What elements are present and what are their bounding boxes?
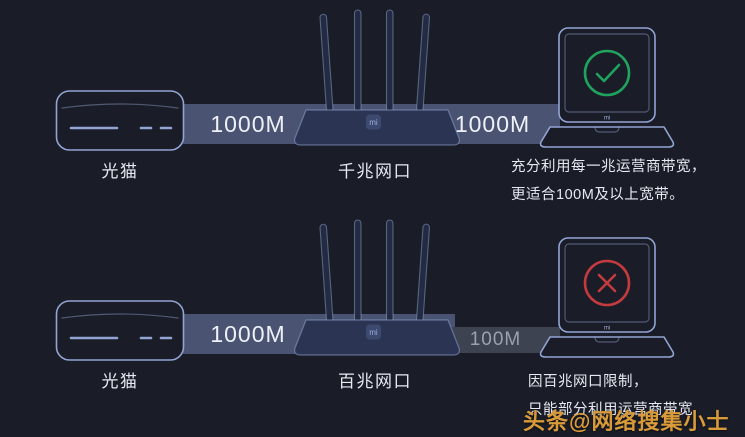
router-port-label: 百兆网口: [338, 372, 412, 391]
mi-logo: [366, 324, 381, 340]
uplink-speed-label: 1000M: [210, 111, 286, 137]
modem-label: 光猫: [101, 372, 139, 391]
modem-illustration: [55, 300, 185, 361]
check-icon: [583, 49, 631, 97]
downlink-speed-label: 1000M: [454, 111, 531, 137]
laptop-logo-text: mi: [604, 326, 610, 332]
router-illustration: mi: [294, 9, 460, 146]
watermark: 头条@网络搜集小士官: [523, 409, 730, 434]
downlink-speed-label: 100M: [469, 329, 522, 350]
mi-logo-text: mi: [369, 118, 378, 127]
laptop-illustration: mi: [539, 27, 675, 148]
desc-line: 只能部分利用运营商带宽: [528, 401, 693, 418]
mi-logo: [366, 114, 381, 130]
mi-logo-text: mi: [369, 328, 378, 337]
desc-line: 因百兆网口限制，: [528, 374, 648, 390]
router-port-label: 千兆网口: [338, 162, 412, 181]
modem-illustration: [55, 90, 185, 151]
uplink-speed-label: 1000M: [210, 321, 286, 347]
cross-icon: [583, 259, 631, 307]
desc-line: 充分利用每一兆运营商带宽，: [511, 159, 706, 175]
desc-line: 更适合100M及以上宽带。: [511, 186, 685, 203]
laptop-illustration: mi: [539, 237, 675, 358]
result-desc: 充分利用每一兆运营商带宽， 更适合100M及以上宽带。: [511, 154, 706, 209]
modem-label: 光猫: [101, 162, 139, 181]
laptop-logo-text: mi: [604, 116, 610, 122]
limited-link-band: [443, 327, 560, 353]
router-illustration: mi: [294, 219, 460, 356]
result-desc: 因百兆网口限制， 只能部分利用运营商带宽: [528, 369, 693, 424]
